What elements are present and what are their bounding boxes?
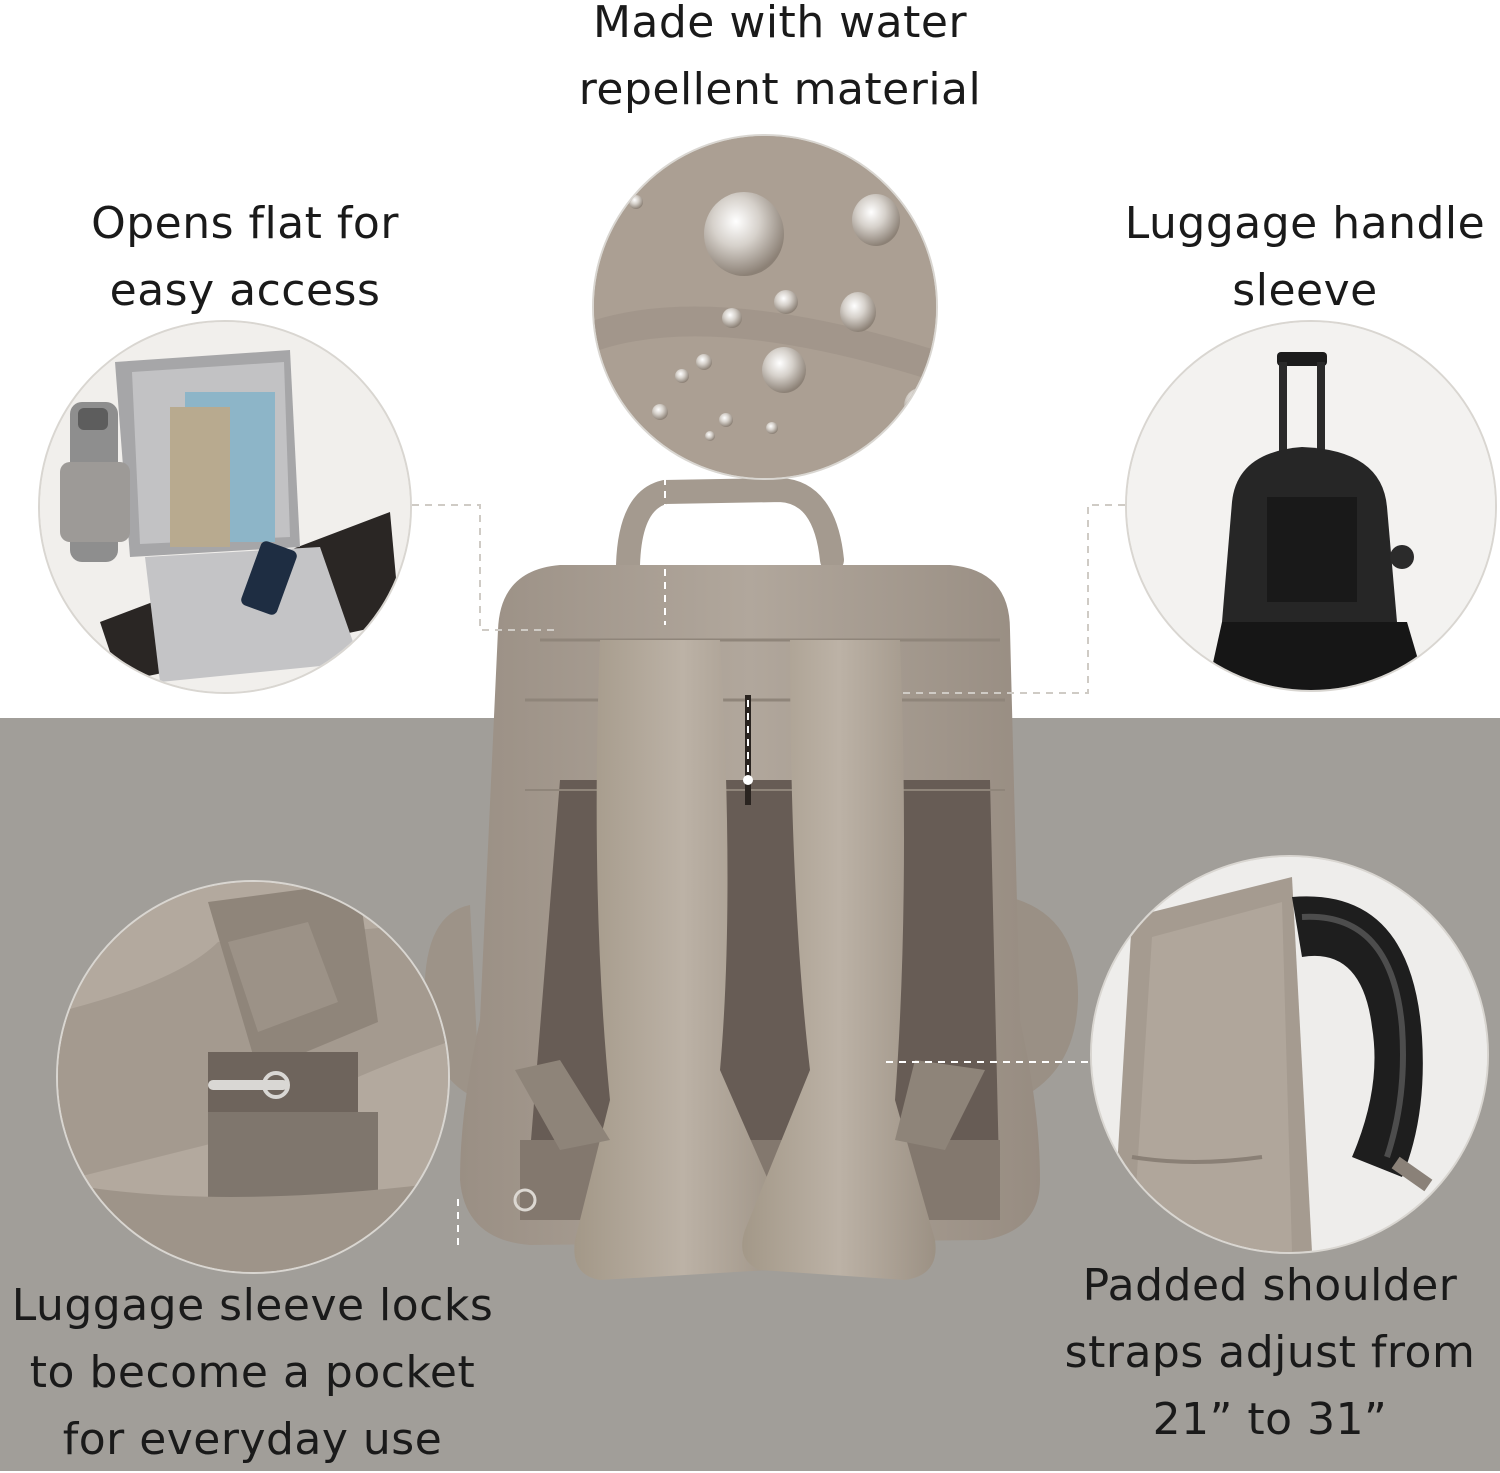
- caption-line: Luggage sleeve locks: [11, 1280, 494, 1331]
- detail-circle-sleeve-locks: [56, 880, 450, 1274]
- backpack-on-luggage-image: [1127, 322, 1495, 690]
- caption-sleeve-locks: Luggage sleeve locks to become a pocket …: [0, 1272, 505, 1473]
- water-droplets-image: [594, 136, 936, 478]
- caption-luggage-handle: Luggage handle sleeve: [1110, 190, 1500, 324]
- caption-opens-flat: Opens flat for easy access: [40, 190, 450, 324]
- caption-line: sleeve: [1232, 265, 1378, 316]
- caption-line: easy access: [109, 265, 381, 316]
- detail-circle-padded-straps: [1090, 855, 1489, 1254]
- caption-line: Padded shoulder: [1082, 1260, 1458, 1311]
- caption-padded-straps: Padded shoulder straps adjust from 21” t…: [1050, 1252, 1490, 1453]
- open-backpack-image: [40, 322, 410, 692]
- detail-circle-water: [592, 134, 938, 480]
- caption-line: for everyday use: [62, 1414, 443, 1465]
- zipper-lock-image: [58, 882, 448, 1272]
- caption-line: 21” to 31”: [1152, 1394, 1388, 1445]
- caption-line: Made with water: [592, 0, 968, 48]
- caption-line: Luggage handle: [1124, 198, 1486, 249]
- caption-line: repellent material: [578, 64, 982, 115]
- shoulder-strap-right: [742, 640, 936, 1280]
- shoulder-strap-left: [574, 640, 791, 1280]
- caption-line: straps adjust from: [1064, 1327, 1476, 1378]
- caption-water-repellent: Made with water repellent material: [540, 0, 1020, 123]
- caption-line: to become a pocket: [29, 1347, 476, 1398]
- detail-circle-luggage-handle: [1125, 320, 1497, 692]
- padded-strap-image: [1092, 857, 1487, 1252]
- detail-circle-opens-flat: [38, 320, 412, 694]
- caption-line: Opens flat for: [91, 198, 399, 249]
- top-handle: [616, 477, 844, 577]
